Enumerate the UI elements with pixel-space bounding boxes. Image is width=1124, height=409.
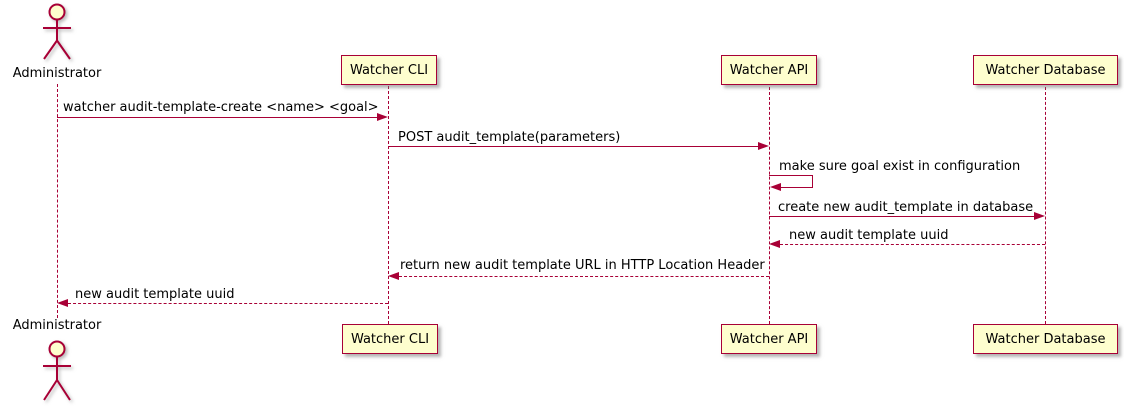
participant-watcher-database-bottom: Watcher Database <box>973 324 1118 354</box>
message-line-2 <box>388 146 762 147</box>
participant-label: Watcher CLI <box>350 331 430 347</box>
participant-label: Watcher API <box>729 331 809 347</box>
message-label-5: new audit template uuid <box>789 228 949 243</box>
participant-label: Watcher CLI <box>349 62 429 78</box>
arrowhead-left-icon <box>57 299 68 307</box>
lifeline-watcher-api <box>769 87 770 324</box>
administrator-label-bottom: Administrator <box>12 318 102 333</box>
arrowhead-right-icon <box>758 142 769 150</box>
message-line-5 <box>780 244 1045 245</box>
administrator-actor-icon <box>43 340 71 401</box>
message-label-3: make sure goal exist in configuration <box>779 159 1021 174</box>
message-label-7: new audit template uuid <box>75 287 235 302</box>
arrowhead-left-icon <box>388 272 399 280</box>
participant-label: Watcher Database <box>985 62 1106 78</box>
message-label-4: create new audit_template in database <box>778 200 1034 215</box>
arrowhead-right-icon <box>377 113 388 121</box>
lifeline-administrator <box>57 84 58 318</box>
self-message-side-line <box>812 175 813 188</box>
participant-watcher-cli-bottom: Watcher CLI <box>342 324 438 354</box>
self-message-top-line <box>769 175 813 176</box>
participant-watcher-api-top: Watcher API <box>721 55 817 85</box>
participant-watcher-cli-top: Watcher CLI <box>341 55 437 85</box>
participant-label: Watcher API <box>729 62 809 78</box>
participant-watcher-database-top: Watcher Database <box>973 55 1118 85</box>
message-label-2: POST audit_template(parameters) <box>398 130 621 145</box>
administrator-label-top: Administrator <box>12 66 102 81</box>
message-line-6 <box>399 276 769 277</box>
message-label-1: watcher audit-template-create <name> <go… <box>63 100 379 115</box>
participant-watcher-api-bottom: Watcher API <box>721 324 817 354</box>
arrowhead-left-icon <box>769 240 780 248</box>
lifeline-watcher-cli <box>388 86 389 324</box>
self-message-bottom-line <box>780 187 813 188</box>
message-line-7 <box>68 303 388 304</box>
administrator-actor-icon <box>43 3 71 60</box>
message-label-6: return new audit template URL in HTTP Lo… <box>400 258 765 273</box>
message-line-1 <box>57 117 381 118</box>
arrowhead-right-icon <box>1034 212 1045 220</box>
message-line-4 <box>769 216 1038 217</box>
arrowhead-left-icon <box>770 183 781 191</box>
participant-label: Watcher Database <box>985 331 1106 347</box>
lifeline-watcher-database <box>1045 87 1046 324</box>
